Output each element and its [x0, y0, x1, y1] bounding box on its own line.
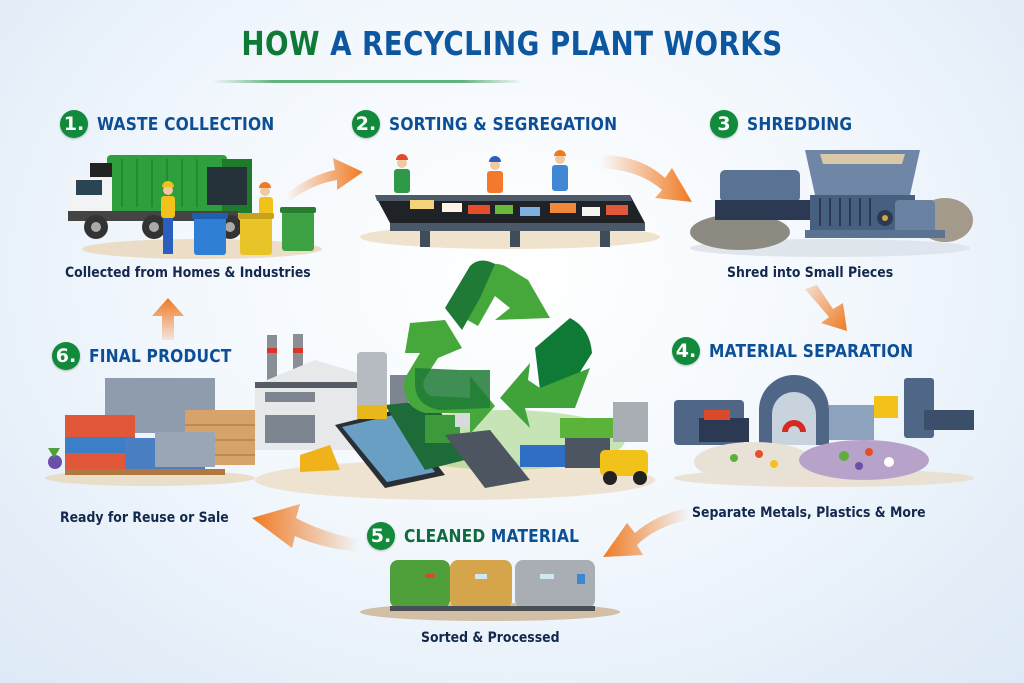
step-5-badge: 5. [367, 522, 395, 550]
sorter-worker-orange [487, 156, 503, 193]
arrow-6-to-1-icon [150, 298, 186, 340]
step-3-badge: 3 [710, 110, 738, 138]
title-part-2: A RECYCLING PLANT WORKS [330, 24, 783, 63]
step-4-badge: 4. [672, 337, 700, 365]
step-1-header: 1. WASTE COLLECTION [60, 110, 303, 138]
step-5-title-part-2: MATERIAL [490, 525, 580, 547]
sorted-items [410, 200, 628, 216]
title-part-1: HOW [241, 24, 320, 63]
arrow-1-to-2-icon [285, 150, 365, 200]
blue-bin [194, 217, 226, 255]
conveyor-3 [445, 430, 530, 488]
grey-bale [515, 560, 595, 608]
arrow-4-to-5-icon [595, 505, 690, 560]
blue-bins [520, 445, 575, 467]
step-3-caption: Shred into Small Pieces [727, 265, 894, 281]
step-5-title: CLEANED MATERIAL [404, 526, 579, 547]
green-bale [390, 560, 450, 608]
yellow-loader [600, 450, 648, 476]
step-5-caption: Sorted & Processed [421, 630, 560, 646]
final-product-illustration [40, 370, 260, 488]
step-1-caption: Collected from Homes & Industries [65, 265, 311, 281]
step-2-badge: 2. [352, 110, 380, 138]
garbage-truck-illustration [62, 145, 322, 260]
material-separation-illustration [664, 370, 984, 490]
step-3-header: 3 SHREDDING [710, 110, 869, 138]
sorting-conveyor-illustration [360, 145, 660, 250]
sorter-worker-blue [552, 150, 568, 191]
recycle-symbol-icon [400, 258, 605, 438]
step-6-title: FINAL PRODUCT [89, 345, 232, 367]
step-6-header: 6. FINAL PRODUCT [52, 342, 255, 370]
arrow-5-to-6-icon [250, 500, 360, 560]
step-5-title-part-1: CLEANED [404, 525, 486, 547]
arrow-3-to-4-icon [803, 285, 853, 335]
yellow-bin [240, 217, 272, 255]
yellow-bale [450, 560, 512, 608]
step-3-title: SHREDDING [747, 113, 853, 135]
cleaned-material-illustration [355, 552, 625, 622]
worker-1 [161, 181, 175, 254]
step-4-header: 4. MATERIAL SEPARATION [672, 337, 947, 365]
red-bale [65, 415, 135, 437]
magnet-icon [782, 420, 806, 432]
step-1-badge: 1. [60, 110, 88, 138]
step-2-title: SORTING & SEGREGATION [389, 113, 618, 135]
step-1-title: WASTE COLLECTION [97, 113, 275, 135]
step-6-badge: 6. [52, 342, 80, 370]
shredder-illustration [680, 140, 975, 260]
step-6-caption: Ready for Reuse or Sale [60, 510, 229, 526]
title-underline [213, 80, 523, 83]
step-2-header: 2. SORTING & SEGREGATION [352, 110, 654, 138]
recycling-plant-illustration [245, 330, 665, 500]
green-bin [282, 211, 314, 251]
sorter-worker-green [394, 154, 410, 193]
green-hopper [560, 418, 615, 438]
step-4-title: MATERIAL SEPARATION [709, 340, 914, 362]
step-4-caption: Separate Metals, Plastics & More [692, 505, 926, 521]
step-5-header: 5. CLEANED MATERIAL [367, 522, 608, 550]
arrow-2-to-3-icon [600, 150, 695, 210]
page-title: HOW A RECYCLING PLANT WORKS [82, 24, 942, 63]
